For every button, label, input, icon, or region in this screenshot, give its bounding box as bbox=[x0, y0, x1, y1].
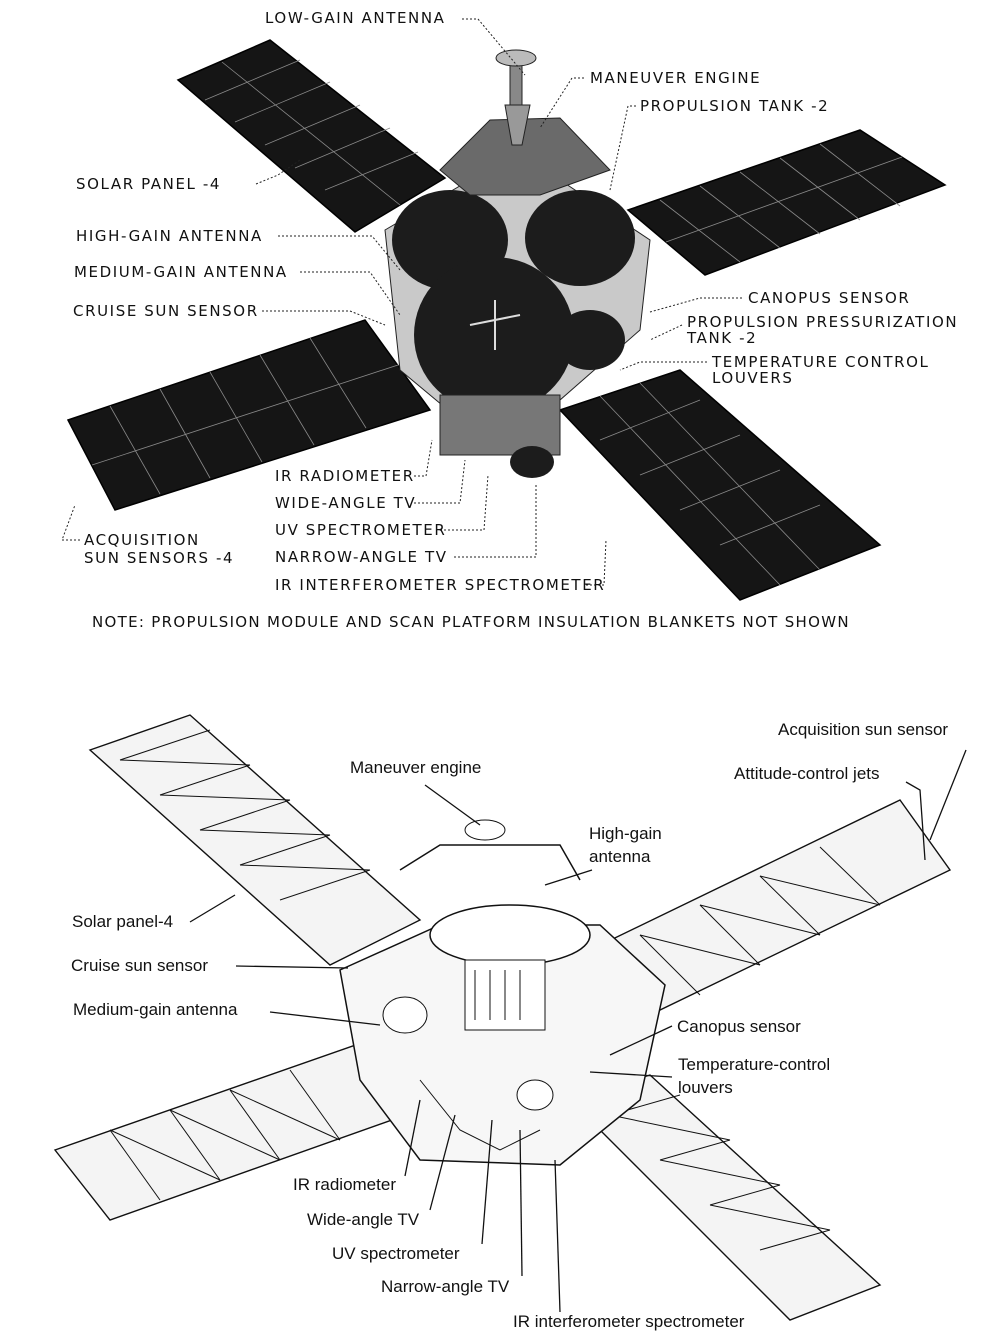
label-low-gain-antenna: LOW-GAIN ANTENNA bbox=[265, 9, 446, 27]
label-uv-spectrometer-bottom: UV spectrometer bbox=[332, 1244, 460, 1263]
label-cruise-sun-sensor-bottom: Cruise sun sensor bbox=[71, 956, 209, 975]
top-solar-panel-upper-left bbox=[176, 39, 447, 233]
label-acquisition-sun-sensors-line-2: SUN SENSORS -4 bbox=[84, 549, 235, 567]
label-ir-interferometer-spectrometer-bottom: IR interferometer spectrometer bbox=[513, 1312, 745, 1331]
label-acquisition-sun-sensor: Acquisition sun sensor bbox=[778, 720, 949, 739]
label-wide-angle-tv-bottom: Wide-angle TV bbox=[307, 1210, 420, 1229]
label-propulsion-pressurization-tank-line-2: TANK -2 bbox=[687, 329, 758, 347]
label-narrow-angle-tv: NARROW-ANGLE TV bbox=[275, 548, 448, 566]
label-propulsion-pressurization-tank-line-1: PROPULSION PRESSURIZATION bbox=[687, 313, 959, 331]
label-attitude-control-jets: Attitude-control jets bbox=[734, 764, 880, 783]
label-high-gain-antenna-bottom-line-2: antenna bbox=[589, 847, 651, 866]
label-temperature-control-louvers-bottom-line-2: louvers bbox=[678, 1078, 733, 1097]
label-ir-radiometer: IR RADIOMETER bbox=[275, 467, 415, 485]
figure-note: NOTE: PROPULSION MODULE AND SCAN PLATFOR… bbox=[92, 613, 850, 631]
label-maneuver-engine: MANEUVER ENGINE bbox=[590, 69, 762, 87]
label-maneuver-engine-bottom: Maneuver engine bbox=[350, 758, 482, 777]
top-leader-lines bbox=[61, 18, 742, 586]
label-wide-angle-tv: WIDE-ANGLE TV bbox=[275, 494, 417, 512]
label-temperature-control-louvers-line-2: LOUVERS bbox=[712, 369, 794, 387]
label-solar-panel-bottom: Solar panel-4 bbox=[72, 912, 174, 931]
top-solar-panel-lower-left bbox=[66, 319, 432, 511]
label-propulsion-tank: PROPULSION TANK -2 bbox=[640, 97, 830, 115]
top-solar-panel-upper-right bbox=[626, 129, 947, 276]
label-medium-gain-antenna-bottom: Medium-gain antenna bbox=[73, 1000, 238, 1019]
label-medium-gain-antenna: MEDIUM-GAIN ANTENNA bbox=[74, 263, 288, 281]
top-spacecraft-body bbox=[384, 49, 651, 478]
top-solar-panel-lower-right bbox=[558, 369, 882, 601]
label-canopus-sensor-bottom: Canopus sensor bbox=[677, 1017, 801, 1036]
top-spacecraft-illustration bbox=[66, 39, 947, 601]
label-canopus-sensor: CANOPUS SENSOR bbox=[748, 289, 911, 307]
bottom-solar-panel-upper-left bbox=[88, 714, 422, 966]
label-ir-interferometer-spectrometer: IR INTERFEROMETER SPECTROMETER bbox=[275, 576, 606, 594]
label-cruise-sun-sensor: CRUISE SUN SENSOR bbox=[73, 302, 259, 320]
bottom-spacecraft-illustration bbox=[53, 714, 952, 1321]
label-acquisition-sun-sensors-line-1: ACQUISITION bbox=[84, 531, 200, 549]
label-ir-radiometer-bottom: IR radiometer bbox=[293, 1175, 396, 1194]
label-high-gain-antenna-bottom-line-1: High-gain bbox=[589, 824, 662, 843]
label-solar-panel: SOLAR PANEL -4 bbox=[76, 175, 222, 193]
label-uv-spectrometer: UV SPECTROMETER bbox=[275, 521, 447, 539]
label-high-gain-antenna: HIGH-GAIN ANTENNA bbox=[76, 227, 263, 245]
label-temperature-control-louvers-bottom-line-1: Temperature-control bbox=[678, 1055, 831, 1074]
label-narrow-angle-tv-bottom: Narrow-angle TV bbox=[381, 1277, 510, 1296]
bottom-spacecraft-body bbox=[339, 819, 666, 1166]
label-temperature-control-louvers-line-1: TEMPERATURE CONTROL bbox=[712, 353, 930, 371]
bottom-high-gain-dish bbox=[429, 904, 591, 966]
bottom-leader-arrows bbox=[189, 749, 967, 1313]
